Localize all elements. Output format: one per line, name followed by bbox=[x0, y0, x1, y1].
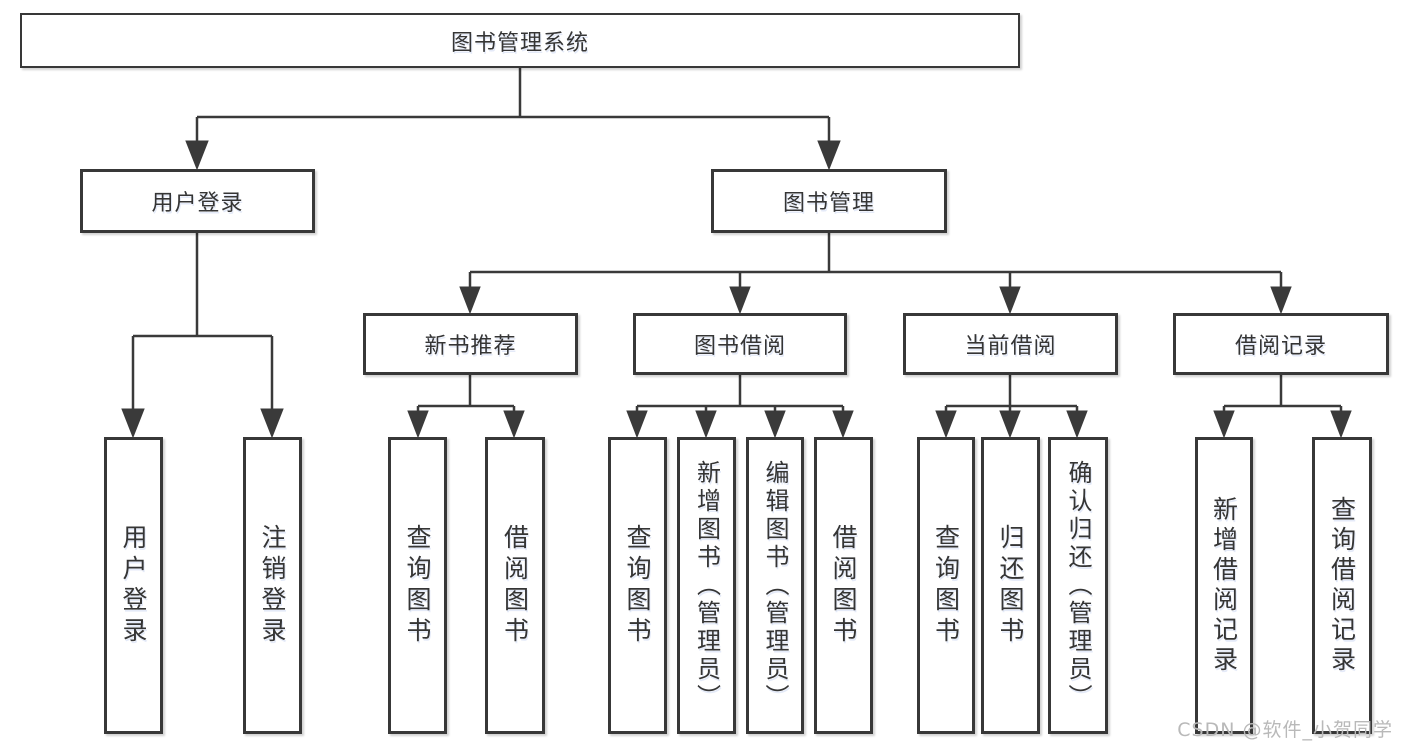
node-book-management: 图书管理 bbox=[711, 169, 947, 233]
leaf-logout: 注销登录 bbox=[243, 437, 302, 734]
leaf-add-book-admin: 新增图书（管理员） bbox=[677, 437, 736, 734]
leaf-borrow-books-borrowing-label: 借阅图书 bbox=[829, 523, 858, 648]
node-book-borrowing: 图书借阅 bbox=[633, 313, 847, 375]
leaf-query-books-recommend-label: 查询图书 bbox=[403, 523, 432, 648]
leaf-add-borrow-record-label: 新增借阅记录 bbox=[1209, 495, 1239, 676]
leaf-query-books-borrowing: 查询图书 bbox=[608, 437, 667, 734]
node-borrow-records: 借阅记录 bbox=[1173, 313, 1389, 375]
node-system-root: 图书管理系统 bbox=[20, 13, 1020, 68]
leaf-borrow-books-recommend-label: 借阅图书 bbox=[500, 523, 530, 648]
connector-bookmgmt-to-level2 bbox=[459, 233, 1292, 315]
node-book-management-label: 图书管理 bbox=[782, 191, 875, 216]
leaf-confirm-return-admin-label: 确认归还（管理员） bbox=[1064, 459, 1092, 712]
leaf-user-login: 用户登录 bbox=[104, 437, 163, 734]
leaf-logout-label: 注销登录 bbox=[258, 523, 287, 648]
connector-userlogin-to-leaves bbox=[121, 233, 284, 439]
node-user-login: 用户登录 bbox=[80, 169, 315, 233]
node-book-borrowing-label: 图书借阅 bbox=[693, 334, 786, 359]
leaf-borrow-books-recommend: 借阅图书 bbox=[485, 437, 545, 734]
node-borrow-records-label: 借阅记录 bbox=[1234, 334, 1327, 359]
watermark: CSDN @软件_小贺同学 bbox=[1177, 719, 1393, 741]
node-current-borrowing: 当前借阅 bbox=[903, 313, 1118, 375]
node-system-root-label: 图书管理系统 bbox=[450, 30, 589, 56]
connector-borrowing-to-leaves bbox=[626, 375, 854, 439]
leaf-user-login-label: 用户登录 bbox=[119, 523, 148, 648]
leaf-return-books-label: 归还图书 bbox=[996, 523, 1025, 648]
leaf-query-books-current: 查询图书 bbox=[917, 437, 975, 734]
leaf-edit-book-admin-label: 编辑图书（管理员） bbox=[761, 459, 789, 712]
leaf-add-borrow-record: 新增借阅记录 bbox=[1195, 437, 1253, 734]
connector-current-to-leaves bbox=[935, 375, 1088, 439]
leaf-add-book-admin-label: 新增图书（管理员） bbox=[692, 459, 721, 712]
node-current-borrowing-label: 当前借阅 bbox=[964, 334, 1057, 359]
leaf-confirm-return-admin: 确认归还（管理员） bbox=[1048, 437, 1108, 734]
leaf-query-borrow-record-label: 查询借阅记录 bbox=[1327, 495, 1357, 676]
leaf-return-books: 归还图书 bbox=[981, 437, 1040, 734]
leaf-query-books-borrowing-label: 查询图书 bbox=[623, 523, 652, 648]
leaf-borrow-books-borrowing: 借阅图书 bbox=[814, 437, 873, 734]
connector-records-to-leaves bbox=[1213, 375, 1352, 439]
leaf-edit-book-admin: 编辑图书（管理员） bbox=[746, 437, 804, 734]
node-new-book-recommend-label: 新书推荐 bbox=[424, 334, 517, 359]
connector-root-to-level1 bbox=[185, 68, 841, 171]
node-user-login-label: 用户登录 bbox=[151, 191, 244, 216]
node-new-book-recommend: 新书推荐 bbox=[363, 313, 578, 375]
connector-newbook-to-leaves bbox=[407, 375, 525, 439]
leaf-query-books-recommend: 查询图书 bbox=[388, 437, 447, 734]
leaf-query-borrow-record: 查询借阅记录 bbox=[1312, 437, 1372, 734]
leaf-query-books-current-label: 查询图书 bbox=[931, 523, 961, 648]
